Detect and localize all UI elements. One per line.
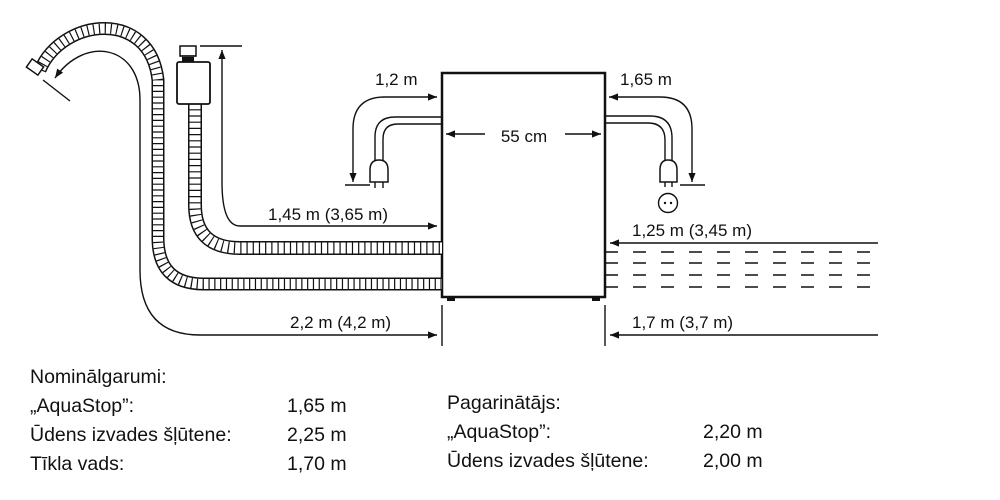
nominal-lengths-legend: Nominālgarumi: „AquaStop”: 1,65 m Ūdens … (30, 366, 347, 475)
extension-value: 2,20 m (703, 421, 763, 443)
nominal-label: Tīkla vads: (30, 453, 124, 475)
nominal-value: 1,65 m (287, 395, 347, 417)
aquastop-valve-icon (176, 61, 211, 105)
plug-icon (659, 159, 678, 183)
drain-right-label: 1,7 m (3,7 m) (632, 313, 733, 332)
nominal-value: 1,70 m (287, 453, 347, 475)
drain-left-label: 2,2 m (4,2 m) (290, 313, 391, 332)
inlet-left-label: 1,45 m (3,65 m) (268, 205, 388, 224)
inlet-right-label: 1,25 m (3,45 m) (632, 221, 752, 240)
nominal-label: „AquaStop”: (30, 395, 134, 417)
drain-hose-end-icon (25, 57, 45, 77)
cable-right-label: 1,65 m (620, 70, 672, 89)
power-cable-right: 1,65 m (605, 70, 705, 214)
extension-label: „AquaStop”: (447, 421, 551, 443)
width-label: 55 cm (501, 127, 547, 146)
tap-connector-icon (179, 45, 197, 57)
width-dimension: 55 cm (446, 127, 601, 146)
extension-value: 2,00 m (703, 450, 763, 472)
nominal-title: Nominālgarumi: (30, 366, 167, 388)
extension-hoses-right: 1,25 m (3,45 m) 1,7 m (3,7 m) (604, 221, 878, 346)
dishwasher-body (440, 71, 607, 301)
plug-icon (369, 159, 389, 183)
cable-left-label: 1,2 m (375, 70, 418, 89)
extension-title: Pagarinātājs: (447, 392, 561, 414)
nominal-value: 2,25 m (287, 424, 347, 446)
power-cable-left: 1,2 m (345, 70, 442, 188)
extension-legend: Pagarinātājs: „AquaStop”: 2,20 m Ūdens i… (447, 392, 763, 472)
nominal-label: Ūdens izvades šļūtene: (30, 423, 232, 446)
socket-icon (657, 192, 679, 214)
drain-left-dimension: 2,2 m (4,2 m) (42, 50, 443, 346)
extension-label: Ūdens izvades šļūtene: (447, 449, 649, 472)
